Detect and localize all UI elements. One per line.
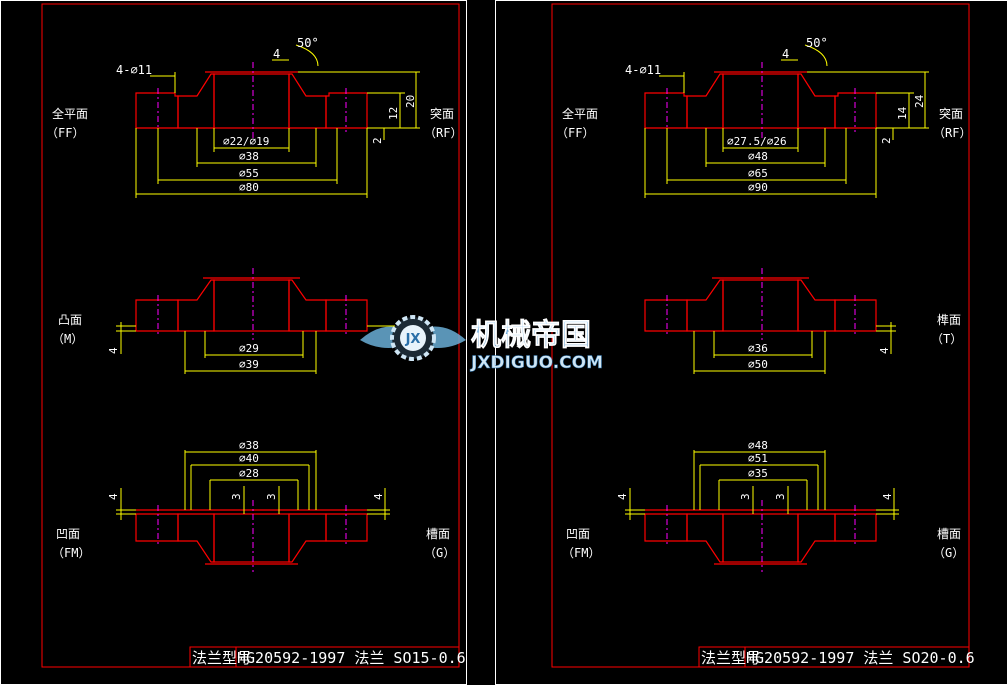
s1-g-code: （G）	[424, 546, 455, 560]
s2-v1-od-label: ⌀90	[748, 181, 768, 194]
logo-letters: JX	[405, 332, 421, 347]
s1-v3-d1-label: 3	[230, 493, 243, 500]
s2-title-block: 法兰型号 HG20592-1997 法兰 SO20-0.6	[698, 646, 975, 668]
s1-v1-neck-label: ⌀38	[239, 150, 259, 163]
s2-rf-name: 突面	[939, 106, 963, 121]
s2-title-text: HG20592-1997 法兰 SO20-0.6	[746, 649, 975, 667]
s2-view-fm-g: ⌀48 ⌀51 ⌀35 3 3 4 4 凹面 （FM） 槽面 （G）	[562, 439, 964, 572]
s2-title-label: 法兰型号	[701, 649, 761, 667]
s1-rf-name: 突面	[430, 106, 454, 121]
s1-title-label: 法兰型号	[192, 649, 252, 667]
s1-v1-bc-label: ⌀55	[239, 167, 259, 180]
s2-v2-outer-label: ⌀50	[748, 358, 768, 371]
s1-v3-h2-label: 4	[372, 493, 385, 500]
s2-v2-h-label: 4	[878, 347, 891, 354]
s1-view-m: ⌀29 ⌀39 4 凸面 （M）	[52, 268, 395, 374]
s1-v1-bore	[213, 73, 290, 129]
s2-ff-code: （FF）	[556, 126, 594, 140]
s1-v1-holes-label: 4-⌀11	[116, 63, 152, 77]
s1-ff-name: 全平面	[52, 106, 88, 121]
s1-v1-od-label: ⌀80	[239, 181, 259, 194]
sheet-1: 4-⌀11 4 50° ⌀22/⌀19 ⌀38 ⌀55 ⌀80 20 12 2 …	[0, 0, 467, 685]
s2-v1-rf-label: 2	[880, 137, 893, 144]
s2-t-code: （T）	[931, 332, 962, 346]
s1-v1-angle-arc	[295, 44, 319, 67]
s2-g-code: （G）	[933, 546, 964, 560]
s2-v1-flange-th-label: 14	[896, 106, 909, 120]
s1-v1-left-flange	[135, 92, 179, 129]
s2-v1-bc-label: ⌀65	[748, 167, 768, 180]
s1-v1-rf-label: 2	[371, 137, 384, 144]
s1-g-name: 槽面	[426, 527, 450, 541]
s2-v3-b-label: ⌀51	[748, 452, 768, 465]
s2-v1-holes-label: 4-⌀11	[625, 63, 661, 77]
s1-fm-name: 凹面	[56, 527, 80, 541]
s2-t-name: 榫面	[937, 312, 961, 327]
s2-v1-bore-label: ⌀27.5/⌀26	[727, 135, 787, 148]
s1-v1-bore-label: ⌀22/⌀19	[223, 135, 269, 148]
s1-v2-inner-label: ⌀29	[239, 342, 259, 355]
sheet-2-inner-frame	[551, 3, 970, 668]
s1-ff-code: （FF）	[46, 126, 84, 140]
s2-view-t: ⌀36 ⌀50 4 榫面 （T）	[644, 268, 962, 374]
s2-rf-code: （RF）	[933, 126, 971, 140]
s2-fm-code: （FM）	[562, 546, 600, 560]
s1-v3-a-label: ⌀38	[239, 439, 259, 452]
s1-v2-h-label: 4	[107, 347, 120, 354]
s2-v3-h2-label: 4	[881, 493, 894, 500]
s1-v3-c-label: ⌀28	[239, 467, 259, 480]
s1-v1-left-hub	[177, 73, 215, 129]
s1-v1-chamfer-angle: 50°	[297, 36, 319, 50]
s2-v1-chamfer-angle: 50°	[806, 36, 828, 50]
s1-title-block: 法兰型号 HG20592-1997 法兰 SO15-0.6	[189, 646, 466, 668]
s1-m-name: 凸面	[58, 313, 82, 327]
s2-v1-neck-label: ⌀48	[748, 150, 768, 163]
s1-v1-right-hub	[288, 73, 327, 129]
s1-v3-h1-label: 4	[107, 493, 120, 500]
s1-fm-code: （FM）	[52, 546, 90, 560]
s2-v3-h1-label: 4	[616, 493, 629, 500]
s2-g-name: 槽面	[937, 527, 961, 541]
s1-view-fm-g: ⌀38 ⌀40 ⌀28 3 3 4 4 凹面 （FM） 槽面 （G）	[52, 439, 455, 572]
s1-view-ff-rf: 4-⌀11 4 50° ⌀22/⌀19 ⌀38 ⌀55 ⌀80 20 12 2 …	[46, 36, 462, 198]
s2-v3-a-label: ⌀48	[748, 439, 768, 452]
s1-v1-height-label: 20	[404, 95, 417, 108]
s2-view-ff-rf: 4-⌀11 4 50° ⌀27.5/⌀26 ⌀48 ⌀65 ⌀90 24 14 …	[556, 36, 971, 198]
s1-v3-b-label: ⌀40	[239, 452, 259, 465]
s1-rf-code: （RF）	[424, 126, 462, 140]
watermark: JX 机械帝国 JXDIGUO.COM	[360, 315, 603, 373]
s2-v1-height-label: 24	[913, 94, 926, 108]
s2-v3-d1-label: 3	[739, 493, 752, 500]
s1-v3-d2-label: 3	[265, 493, 278, 500]
s2-v3-d2-label: 3	[774, 493, 787, 500]
s1-v1-chamfer-len: 4	[273, 47, 280, 61]
watermark-brand: 机械帝国	[471, 318, 591, 353]
s1-v2-outer-label: ⌀39	[239, 358, 259, 371]
s1-m-code: （M）	[52, 332, 83, 346]
s1-v1-flange-th-label: 12	[387, 107, 400, 120]
s2-ff-name: 全平面	[562, 106, 598, 121]
s2-fm-name: 凹面	[566, 527, 590, 541]
s1-title-text: HG20592-1997 法兰 SO15-0.6	[237, 649, 466, 667]
s2-v2-inner-label: ⌀36	[748, 342, 768, 355]
watermark-site: JXDIGUO.COM	[470, 353, 603, 373]
s2-v3-c-label: ⌀35	[748, 467, 768, 480]
s2-v1-chamfer-len: 4	[782, 47, 789, 61]
